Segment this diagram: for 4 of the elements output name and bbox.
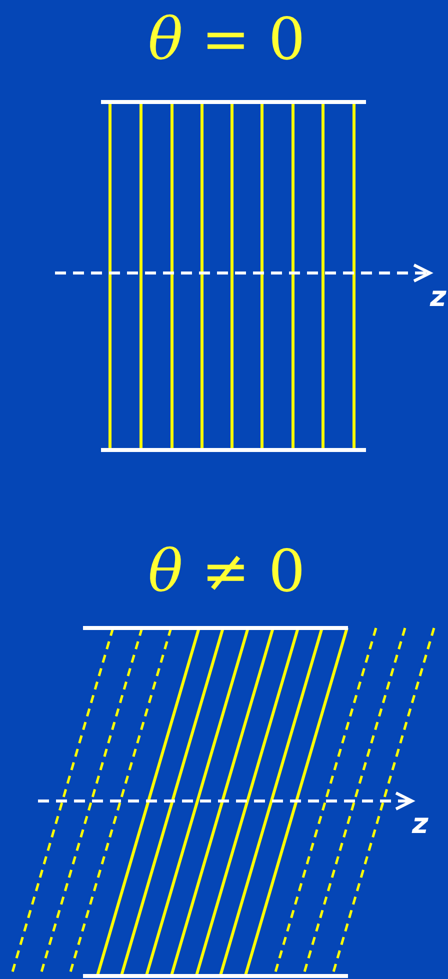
- equation-label: θ ≠ 0: [148, 542, 306, 600]
- axis-label: z: [412, 810, 428, 838]
- equation-label: θ = 0: [148, 10, 306, 68]
- axis-label: z: [430, 283, 446, 311]
